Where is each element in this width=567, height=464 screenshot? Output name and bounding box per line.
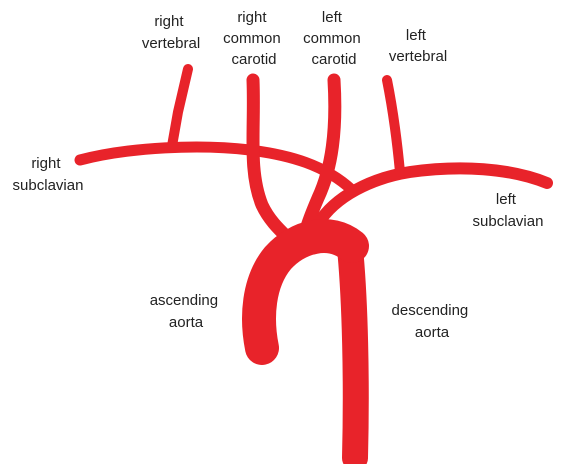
label-right-common-carotid: right common carotid (223, 9, 285, 68)
label-left-vertebral: left vertebral (389, 27, 447, 65)
label-ascending-aorta: ascending aorta (150, 292, 223, 331)
label-group: right vertebral right common carotid lef… (13, 9, 544, 341)
label-right-vertebral: right vertebral (142, 13, 200, 52)
right-vertebral-artery (167, 64, 193, 151)
label-left-subclavian: left subclavian (473, 191, 544, 230)
left-subclavian-artery (312, 162, 553, 230)
label-right-subclavian: right subclavian (13, 155, 84, 194)
descending-aorta (337, 235, 369, 464)
left-common-carotid-artery (299, 73, 342, 237)
right-subclavian-artery (74, 141, 358, 196)
left-vertebral-artery (382, 75, 405, 177)
label-descending-aorta: descending aorta (392, 302, 473, 341)
vessel-group (74, 64, 553, 464)
right-common-carotid-artery (246, 73, 297, 247)
aortic-arch (242, 219, 369, 365)
label-left-common-carotid: left common carotid (303, 9, 365, 68)
